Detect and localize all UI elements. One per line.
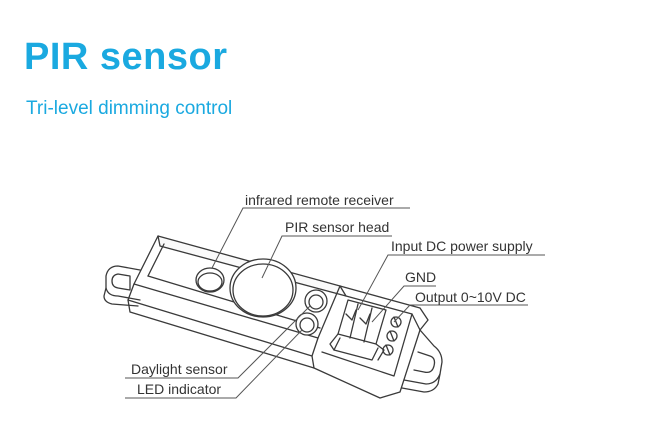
label-led-indicator: LED indicator [137, 381, 221, 397]
label-gnd: GND [405, 269, 436, 285]
terminal-block [329, 299, 402, 361]
label-infrared-receiver: infrared remote receiver [245, 192, 394, 208]
daylight-sensor-icon [304, 289, 328, 313]
led-indicator-icon [295, 312, 319, 336]
label-output: Output 0~10V DC [415, 289, 526, 305]
page-subtitle: Tri-level dimming control [26, 98, 233, 119]
pir-head-icon [229, 258, 297, 318]
page-title: PIR sensor [24, 36, 228, 78]
left-mounting-ear [103, 265, 141, 307]
leader-lines [125, 207, 545, 399]
right-mounting-ear [401, 329, 443, 393]
label-daylight-sensor: Daylight sensor [131, 361, 228, 377]
label-pir-head: PIR sensor head [285, 219, 389, 235]
infrared-receiver-icon [195, 267, 225, 293]
label-input-dc: Input DC power supply [391, 238, 533, 254]
